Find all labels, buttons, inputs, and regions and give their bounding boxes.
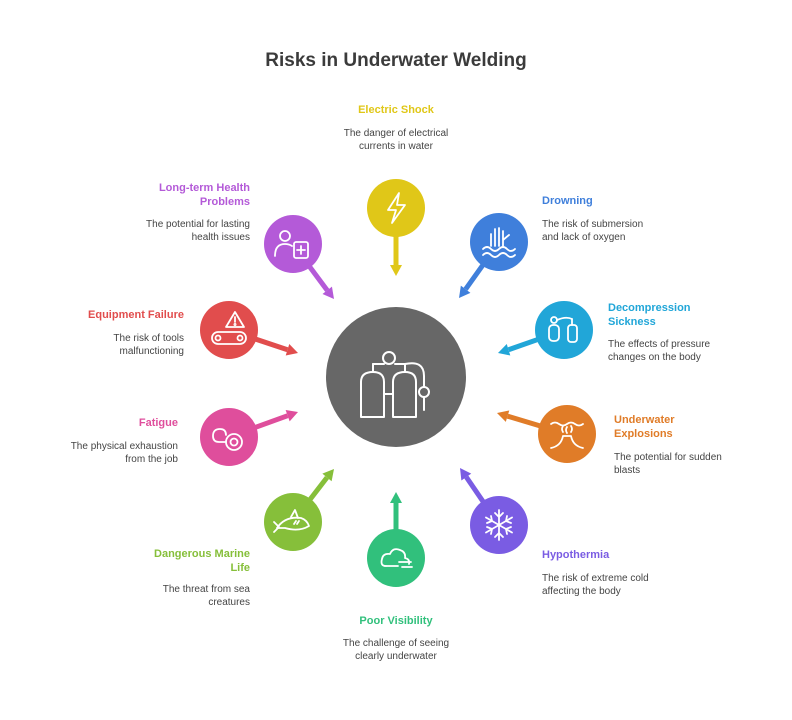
risk-title-decompression: Decompression Sickness: [608, 302, 691, 328]
risk-title-drowning: Drowning: [542, 195, 593, 207]
arrow-head-fatigue: [285, 410, 298, 422]
underwater-volcano-icon: [550, 421, 584, 449]
risk-node-electric: [367, 179, 425, 237]
risk-node-marine: [264, 493, 322, 551]
risk-circle-explosions: [538, 405, 596, 463]
risk-desc-explosions: The potential for sudden blasts: [614, 452, 722, 476]
arrow-head-health: [322, 286, 334, 299]
arrow-head-hypothermia: [460, 468, 472, 481]
risk-circle-equipment: [200, 301, 258, 359]
gas-tank-icon: [548, 316, 578, 343]
medical-report-icon: [274, 230, 309, 259]
fatigue-icon: [212, 428, 243, 451]
risk-title-fatigue: Fatigue: [138, 417, 178, 429]
snowflake-icon: [485, 509, 513, 541]
arrow-head-explosions: [497, 410, 510, 422]
risk-circle-fatigue: [200, 408, 258, 466]
risk-node-health: [264, 215, 322, 273]
risk-node-visibility: [367, 529, 425, 587]
risk-node-hypothermia: [470, 496, 528, 554]
risk-desc-equipment: The risk of tools malfunctioning: [113, 333, 184, 357]
risk-node-fatigue: [200, 408, 258, 466]
shark-icon: [273, 509, 310, 533]
center-circle: [326, 307, 466, 447]
risk-circle-decompression: [535, 301, 593, 359]
risk-title-health: Long-term Health Problems: [158, 182, 250, 208]
risk-title-marine: Dangerous Marine Life: [154, 548, 250, 574]
risk-desc-decompression: The effects of pressure changes on the b…: [608, 339, 711, 363]
arrow-head-equipment: [285, 344, 298, 356]
arrow-head-marine: [322, 469, 334, 482]
risk-node-equipment: [200, 301, 258, 359]
risk-desc-electric: The danger of electrical currents in wat…: [343, 128, 449, 152]
risk-title-electric: Electric Shock: [358, 104, 434, 116]
risk-node-explosions: [538, 405, 596, 463]
arrow-head-drowning: [459, 285, 471, 298]
risk-node-decompression: [535, 301, 593, 359]
risk-desc-visibility: The challenge of seeing clearly underwat…: [342, 638, 450, 662]
risk-title-equipment: Equipment Failure: [88, 309, 184, 321]
risk-circle-health: [264, 215, 322, 273]
warning-conveyor-icon: [211, 311, 247, 345]
scuba-tank-icon: [360, 351, 430, 418]
risk-title-explosions: Underwater Explosions: [614, 414, 675, 440]
arrow-head-visibility: [390, 492, 402, 503]
risk-desc-marine: The threat from sea creatures: [162, 584, 250, 608]
center-node: [326, 307, 466, 447]
arrow-head-decompression: [498, 344, 511, 356]
risk-desc-drowning: The risk of submersion and lack of oxyge…: [542, 219, 644, 243]
lightning-icon: [387, 192, 406, 224]
risk-desc-health: The potential for lasting health issues: [146, 219, 250, 243]
risk-node-drowning: [470, 213, 528, 271]
risk-title-visibility: Poor Visibility: [359, 615, 433, 627]
fog-cloud-icon: [380, 548, 413, 568]
risk-circle-electric: [367, 179, 425, 237]
drowning-hand-icon: [482, 227, 516, 258]
risk-circle-visibility: [367, 529, 425, 587]
diagram-title: Risks in Underwater Welding: [265, 50, 527, 71]
risk-circle-marine: [264, 493, 322, 551]
risk-title-hypothermia: Hypothermia: [542, 549, 610, 561]
risk-desc-hypothermia: The risk of extreme cold affecting the b…: [542, 573, 649, 597]
arrow-head-electric: [390, 265, 402, 276]
risk-desc-fatigue: The physical exhaustion from the job: [70, 441, 178, 465]
